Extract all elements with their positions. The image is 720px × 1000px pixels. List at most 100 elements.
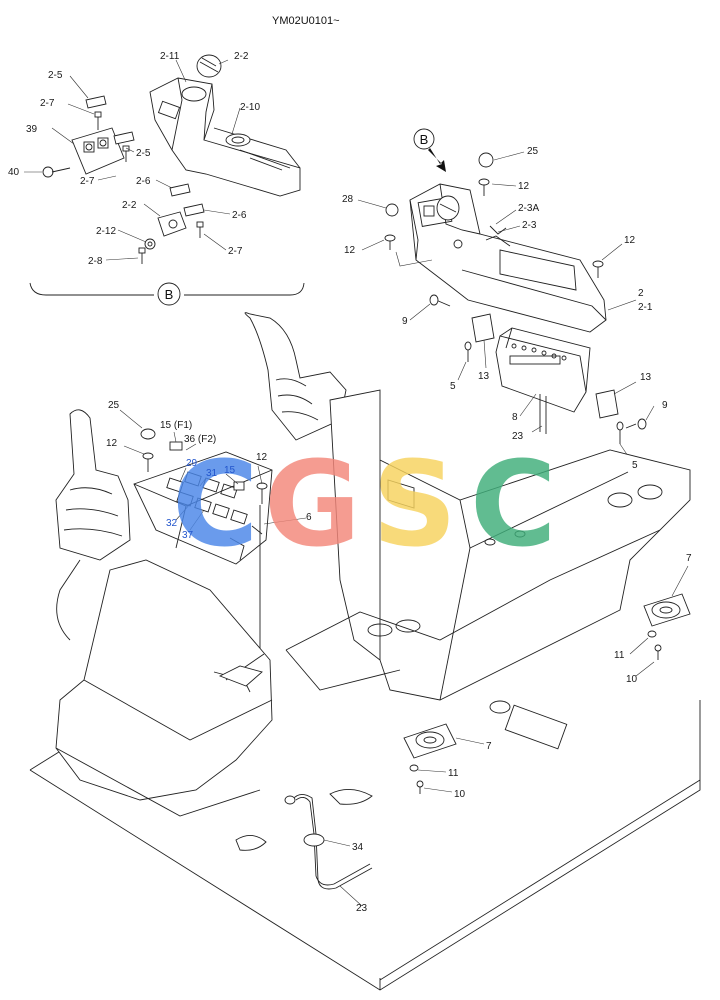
plug-25 [478,152,494,168]
right-lever-boot [244,312,347,441]
callout-label: 2-5 [136,148,151,159]
callout-label: 12 [256,452,268,463]
callout-label: 2-3A [518,203,539,214]
callout-label: 8 [512,412,518,423]
callout-label: 9 [402,316,408,327]
view-b-arrow [428,148,446,172]
callout-label: 2-11 [160,51,180,62]
speakers-and-harness [284,565,691,907]
callout-label: 28 [342,194,354,205]
cab-floor [29,389,701,991]
callout-label: 15 [224,465,236,476]
detail-b-circle [157,282,181,306]
console-slot [499,249,577,291]
callout-label: 9 [662,400,668,411]
callout-label: 2-7 [228,246,243,257]
clip-2-6-upper [169,183,191,197]
callout-label: 2 [638,288,644,299]
callout-label: 31 [206,468,218,479]
view-b-marker-label: B [420,132,429,147]
callout-label: 2-6 [232,210,247,221]
right-console-assembly: B [357,128,655,457]
callout-label: 2-2 [122,200,137,211]
speaker-7-right [643,593,691,627]
callout-label: 2-1 [638,302,653,313]
callout-label: 10 [626,674,638,685]
callout-label: 5 [632,460,638,471]
callout-label: 2-2 [234,51,249,62]
callout-label: 2-5 [48,70,63,81]
callout-label: 12 [518,181,530,192]
watermark: C G S C [172,435,557,573]
lever-stand [329,389,691,701]
left-control-levers [55,312,347,654]
callout-label: 2-3 [522,220,537,231]
clip-2-5-lower [113,131,135,145]
operator-seat [55,559,273,801]
plug-28 [385,203,399,217]
console-housing-detail [149,77,301,197]
document-code: YM02U0101~ [272,15,340,27]
callout-label: 12 [624,235,636,246]
callout-labels: 2-2 2-11 2-5 2-7 2-10 39 2-5 40 2-7 2-6 … [8,51,692,914]
grommet-34 [303,833,325,847]
callout-label: 15 (F1) [160,420,192,431]
clip-2-5-upper [85,95,107,109]
callout-label: 25 [108,400,120,411]
callout-label: 2-8 [88,256,103,267]
radio-unit [495,335,587,413]
callout-label: 39 [26,124,38,135]
callout-label: 11 [614,650,625,661]
plug-25-left [140,428,156,440]
callout-label: 2-7 [40,98,55,109]
callout-label: 34 [352,842,364,853]
callout-label: 12 [344,245,356,256]
washer-2-12 [144,238,156,250]
callout-label: 12 [106,438,118,449]
callout-label: 23 [512,431,524,442]
callout-label: 37 [182,530,194,541]
switch-2-2-lower [157,211,187,237]
bracket-13-right [595,389,619,419]
watermark-letter-1: C [172,435,259,573]
callout-label: 29 [186,458,198,469]
detail-b-label: B [165,287,174,302]
callout-label: 36 (F2) [184,434,216,445]
callout-label: 11 [448,768,459,779]
switch-block-39 [71,127,125,175]
clip-2-6-lower [183,203,205,217]
watermark-letter-3: S [372,435,457,573]
view-b-marker [413,128,435,150]
antenna-cable [291,794,373,890]
callout-label: 2-10 [240,102,260,113]
callout-label: 32 [166,518,178,529]
callout-label: 40 [8,167,20,178]
left-console-box [133,451,273,565]
switch-hole [181,86,207,102]
callout-label: 6 [306,512,312,523]
left-lever-boot [55,409,131,561]
callout-label: 7 [486,741,492,752]
switch-panel [166,471,248,525]
callout-label: 13 [640,372,652,383]
knob-cap [196,54,222,78]
callout-label: 2-7 [80,176,95,187]
relay-15 [233,481,245,491]
bracket-13-left [471,313,495,343]
callout-label: 25 [527,146,539,157]
callout-label: 10 [454,789,466,800]
detail-b-inset: B [24,54,305,306]
watermark-letter-4: C [470,435,557,573]
callout-label: 5 [450,381,456,392]
callout-label: 7 [686,553,692,564]
callout-label: 23 [356,903,368,914]
bolt-40 [42,166,54,178]
floor-outline [29,700,701,991]
callout-label: 2-6 [136,176,151,187]
speaker-7-left [403,723,457,759]
callout-label: 2-12 [96,226,116,237]
watermark-letter-2: G [264,435,361,573]
callout-label: 13 [478,371,490,382]
